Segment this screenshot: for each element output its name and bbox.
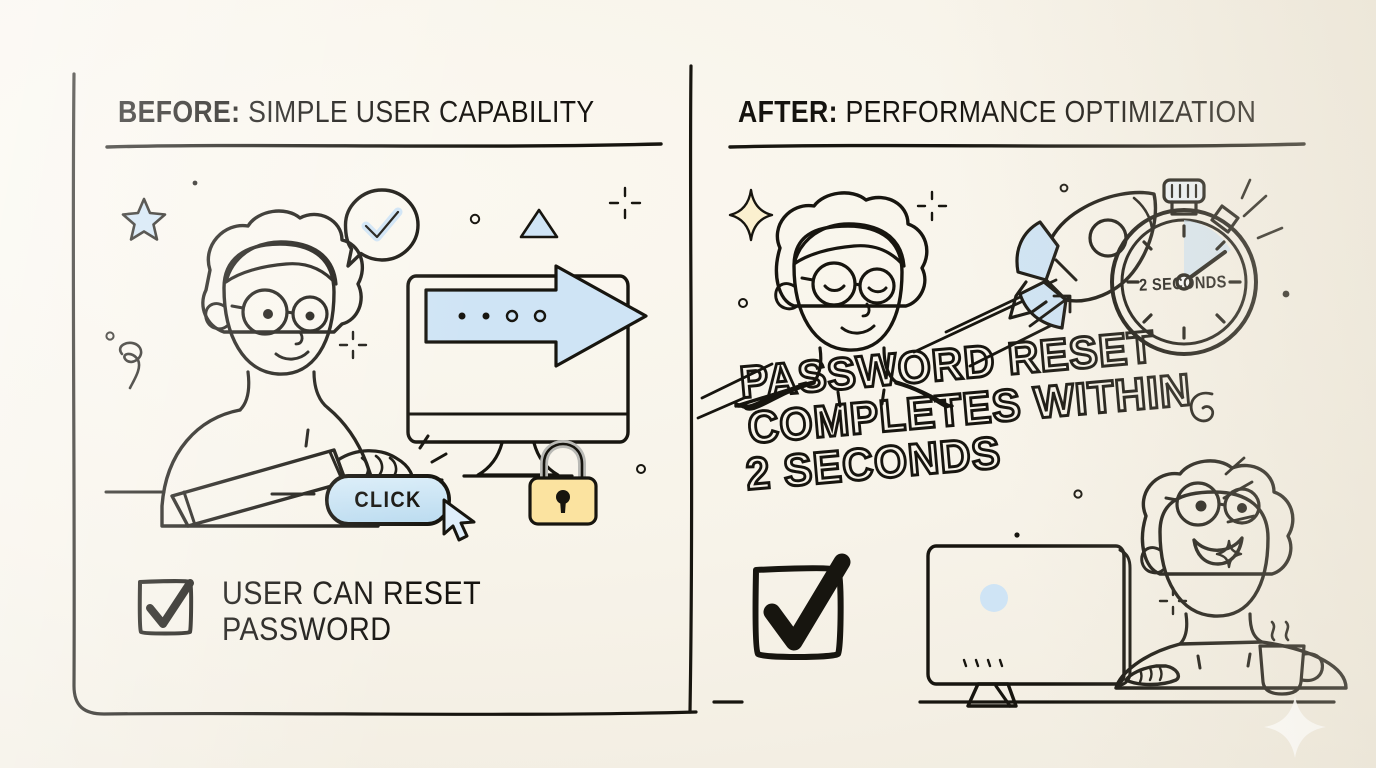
heading-before-prefix: BEFORE: bbox=[118, 94, 241, 129]
coffee-cup-icon bbox=[1258, 620, 1324, 696]
person-pointing-icon bbox=[160, 209, 448, 528]
dot-icon bbox=[1282, 290, 1290, 298]
panel-before: BEFORE: SIMPLE USER CAPABILITY bbox=[71, 72, 698, 716]
person-typing-icon bbox=[1114, 459, 1348, 690]
dot-outline-icon bbox=[1059, 183, 1069, 193]
dot-outline-icon bbox=[1073, 489, 1083, 499]
desk-line bbox=[104, 490, 166, 494]
heading-after-prefix: AFTER: bbox=[738, 94, 838, 129]
stopwatch-icon bbox=[1110, 178, 1284, 356]
monitor-icon bbox=[926, 544, 1132, 708]
heading-after: AFTER: PERFORMANCE OPTIMIZATION bbox=[738, 94, 1256, 130]
sparkle-icon bbox=[728, 188, 774, 242]
speed-lines-icon bbox=[696, 362, 774, 420]
sparkle-icon bbox=[1215, 539, 1243, 569]
dot-outline-icon bbox=[469, 213, 481, 225]
sparkle-icon bbox=[916, 190, 948, 222]
heading-after-rest: PERFORMANCE OPTIMIZATION bbox=[837, 94, 1257, 129]
speech-bubble-check-icon bbox=[343, 188, 420, 268]
dot-outline-icon bbox=[105, 331, 115, 341]
caption-before-line2: PASSWORD bbox=[222, 610, 392, 647]
star-icon bbox=[121, 197, 167, 241]
panel-before-frame bbox=[71, 72, 698, 716]
desk-line bbox=[270, 492, 316, 496]
caption-before: USER CAN RESET PASSWORD bbox=[222, 575, 482, 648]
desk-line bbox=[918, 700, 1336, 704]
dot-icon bbox=[192, 180, 198, 186]
panel-after: AFTER: PERFORMANCE OPTIMIZATION bbox=[690, 0, 1376, 768]
checkbox-checked-bold-icon[interactable] bbox=[746, 553, 860, 666]
heading-before-rest: SIMPLE USER CAPABILITY bbox=[240, 94, 595, 129]
small-arrow-icon bbox=[1028, 294, 1072, 328]
sparkle-icon bbox=[338, 330, 368, 360]
dot-outline-icon bbox=[738, 298, 748, 308]
padlock-icon bbox=[528, 439, 598, 526]
right-arrow-icon bbox=[424, 264, 648, 368]
checkbox-checked-icon[interactable] bbox=[132, 572, 204, 644]
heading-before-underline bbox=[105, 142, 663, 149]
swirl-icon bbox=[1189, 391, 1215, 423]
mouse-cursor-icon bbox=[442, 498, 476, 542]
click-button[interactable]: CLICK bbox=[325, 474, 451, 526]
sparkle-icon bbox=[1264, 696, 1326, 758]
dot-outline-icon bbox=[636, 464, 646, 474]
panel-divider bbox=[688, 64, 694, 714]
caption-before-line1: USER CAN RESET bbox=[222, 575, 482, 611]
desk-line bbox=[712, 700, 744, 704]
person-smiling-icon bbox=[734, 191, 954, 411]
dot-icon bbox=[1014, 532, 1020, 538]
squiggle-icon bbox=[118, 341, 143, 390]
sparkle-icon bbox=[608, 186, 642, 220]
stopwatch-label: 2 SECONDS bbox=[1138, 272, 1227, 295]
heading-before: BEFORE: SIMPLE USER CAPABILITY bbox=[118, 94, 594, 130]
click-button-label: CLICK bbox=[354, 487, 422, 512]
triangle-icon bbox=[519, 208, 559, 239]
heading-after-underline bbox=[728, 142, 1306, 149]
monitor-icon bbox=[406, 274, 630, 478]
